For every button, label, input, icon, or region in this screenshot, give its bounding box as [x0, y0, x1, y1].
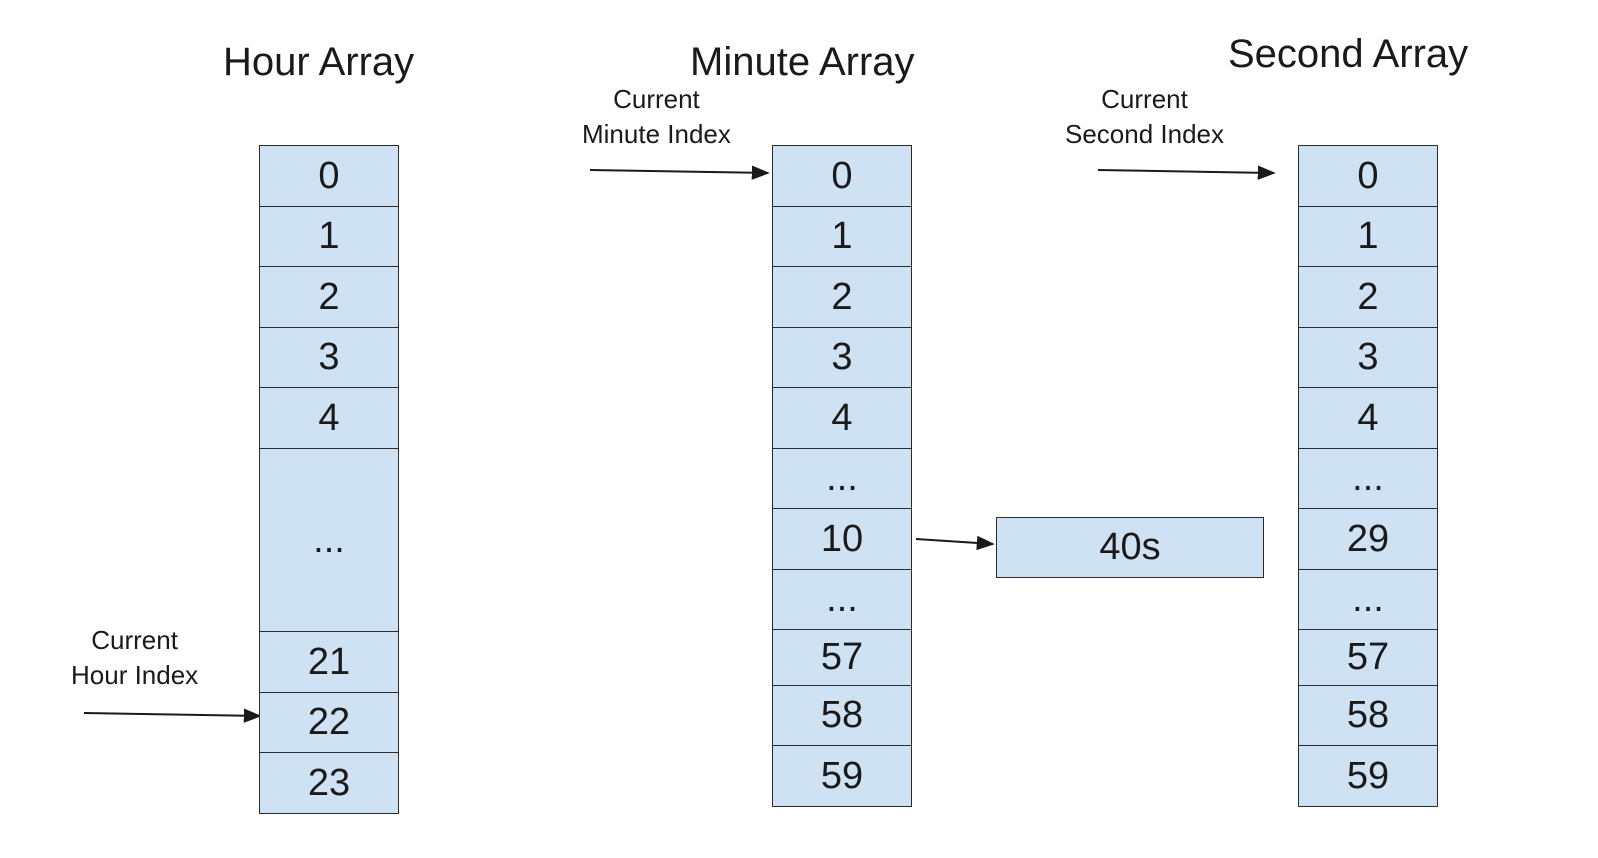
- minute-cell-10: 10: [772, 508, 912, 570]
- minute-cell-ellipsis: ...: [772, 447, 912, 510]
- minute-cell: 57: [772, 629, 912, 686]
- minute-10-to-bucket-arrow: [915, 535, 995, 551]
- minute-array-title: Minute Array: [690, 40, 915, 84]
- minute-cell: 59: [772, 745, 912, 807]
- current-hour-index-label-line1: Current: [91, 625, 178, 655]
- second-cell-ellipsis: ...: [1298, 568, 1438, 631]
- second-array: 0 1 2 3 4 ... 29 ... 57 58 59: [1298, 145, 1438, 807]
- minute-cell: 3: [772, 326, 912, 389]
- second-cell: 2: [1298, 266, 1438, 328]
- current-second-index-label-line2: Second Index: [1065, 119, 1225, 149]
- minute-cell: 1: [772, 205, 912, 268]
- second-cell: 59: [1298, 745, 1438, 807]
- minute-cell-current: 0: [772, 145, 912, 207]
- current-minute-index-label-line2: Minute Index: [582, 119, 731, 149]
- minute-cell: 4: [772, 387, 912, 449]
- current-hour-index-label: Current Hour Index: [71, 623, 198, 693]
- hour-cell: 0: [259, 145, 399, 207]
- second-cell: 1: [1298, 205, 1438, 268]
- minute-cell-ellipsis: ...: [772, 568, 912, 631]
- current-hour-index-arrow: [83, 708, 262, 723]
- second-cell-current: 0: [1298, 145, 1438, 207]
- hour-cell: 1: [259, 205, 399, 268]
- current-minute-index-arrow: [589, 165, 770, 180]
- second-cell-ellipsis: ...: [1298, 447, 1438, 510]
- hour-cell: 4: [259, 387, 399, 449]
- second-cell: 4: [1298, 387, 1438, 449]
- current-second-index-arrow: [1097, 165, 1276, 180]
- minute-array: 0 1 2 3 4 ... 10 ... 57 58 59: [772, 145, 912, 807]
- hour-array-title: Hour Array: [223, 40, 415, 84]
- hour-cell: 23: [259, 752, 399, 814]
- hour-array: 0 1 2 3 4 ... 21 22 23: [259, 145, 399, 814]
- hour-cell-ellipsis: ...: [259, 447, 399, 633]
- timer-bucket-box: 40s: [996, 517, 1264, 578]
- hour-cell: 3: [259, 326, 399, 389]
- hour-cell: 2: [259, 266, 399, 328]
- second-cell: 3: [1298, 326, 1438, 389]
- hour-cell: 21: [259, 631, 399, 693]
- current-hour-index-label-line2: Hour Index: [71, 660, 199, 690]
- current-minute-index-label-line1: Current: [613, 84, 700, 114]
- hour-cell-current: 22: [259, 691, 399, 754]
- current-second-index-label: Current Second Index: [1065, 82, 1224, 152]
- second-cell: 57: [1298, 629, 1438, 686]
- current-minute-index-label: Current Minute Index: [582, 82, 731, 152]
- second-array-title: Second Array: [1228, 32, 1469, 76]
- second-cell: 29: [1298, 508, 1438, 570]
- current-second-index-label-line1: Current: [1101, 84, 1188, 114]
- minute-cell: 58: [772, 684, 912, 747]
- second-cell: 58: [1298, 684, 1438, 747]
- minute-cell: 2: [772, 266, 912, 328]
